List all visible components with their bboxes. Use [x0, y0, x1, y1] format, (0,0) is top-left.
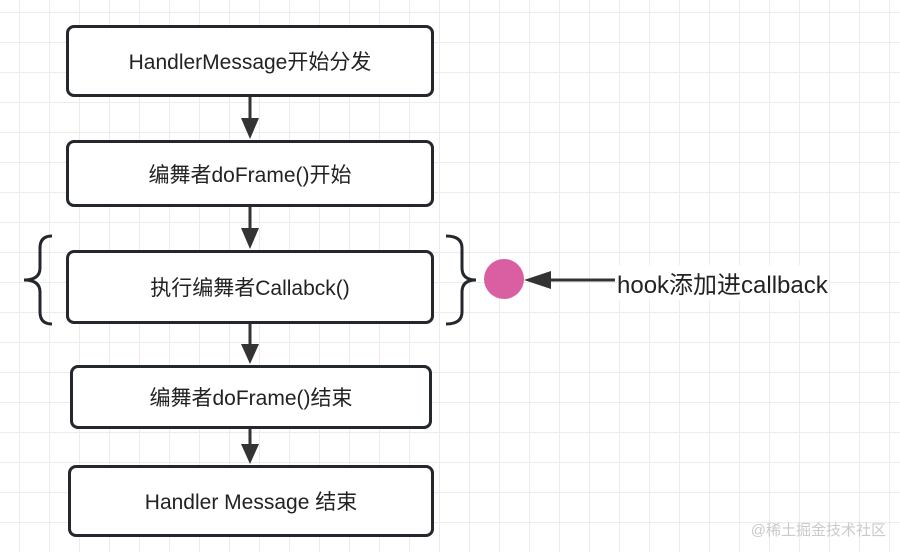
- step-label: 编舞者doFrame()开始: [148, 163, 352, 187]
- step-label: 执行编舞者Callabck(): [150, 277, 350, 300]
- hook-arrow: [524, 271, 615, 289]
- arrow-3-4: [241, 324, 259, 364]
- step-handler-message-start: HandlerMessage开始分发: [66, 25, 434, 97]
- arrow-2-3: [241, 207, 259, 249]
- step-label: 编舞者doFrame()结束: [149, 387, 353, 410]
- arrow-4-5: [241, 429, 259, 464]
- step-doframe-end: 编舞者doFrame()结束: [70, 365, 432, 429]
- step-handler-message-end: Handler Message 结束: [68, 465, 434, 537]
- step-doframe-start: 编舞者doFrame()开始: [66, 140, 434, 207]
- right-brace: [445, 234, 477, 326]
- step-execute-callback: 执行编舞者Callabck(): [66, 250, 434, 324]
- hook-label: hook添加进callback: [617, 265, 828, 300]
- arrow-1-2: [241, 97, 259, 139]
- watermark: @稀土掘金技术社区: [750, 522, 886, 539]
- step-label: HandlerMessage开始分发: [128, 51, 372, 74]
- left-brace: [23, 234, 53, 326]
- step-label: Handler Message 结束: [144, 491, 358, 514]
- hook-point-dot: [484, 259, 524, 299]
